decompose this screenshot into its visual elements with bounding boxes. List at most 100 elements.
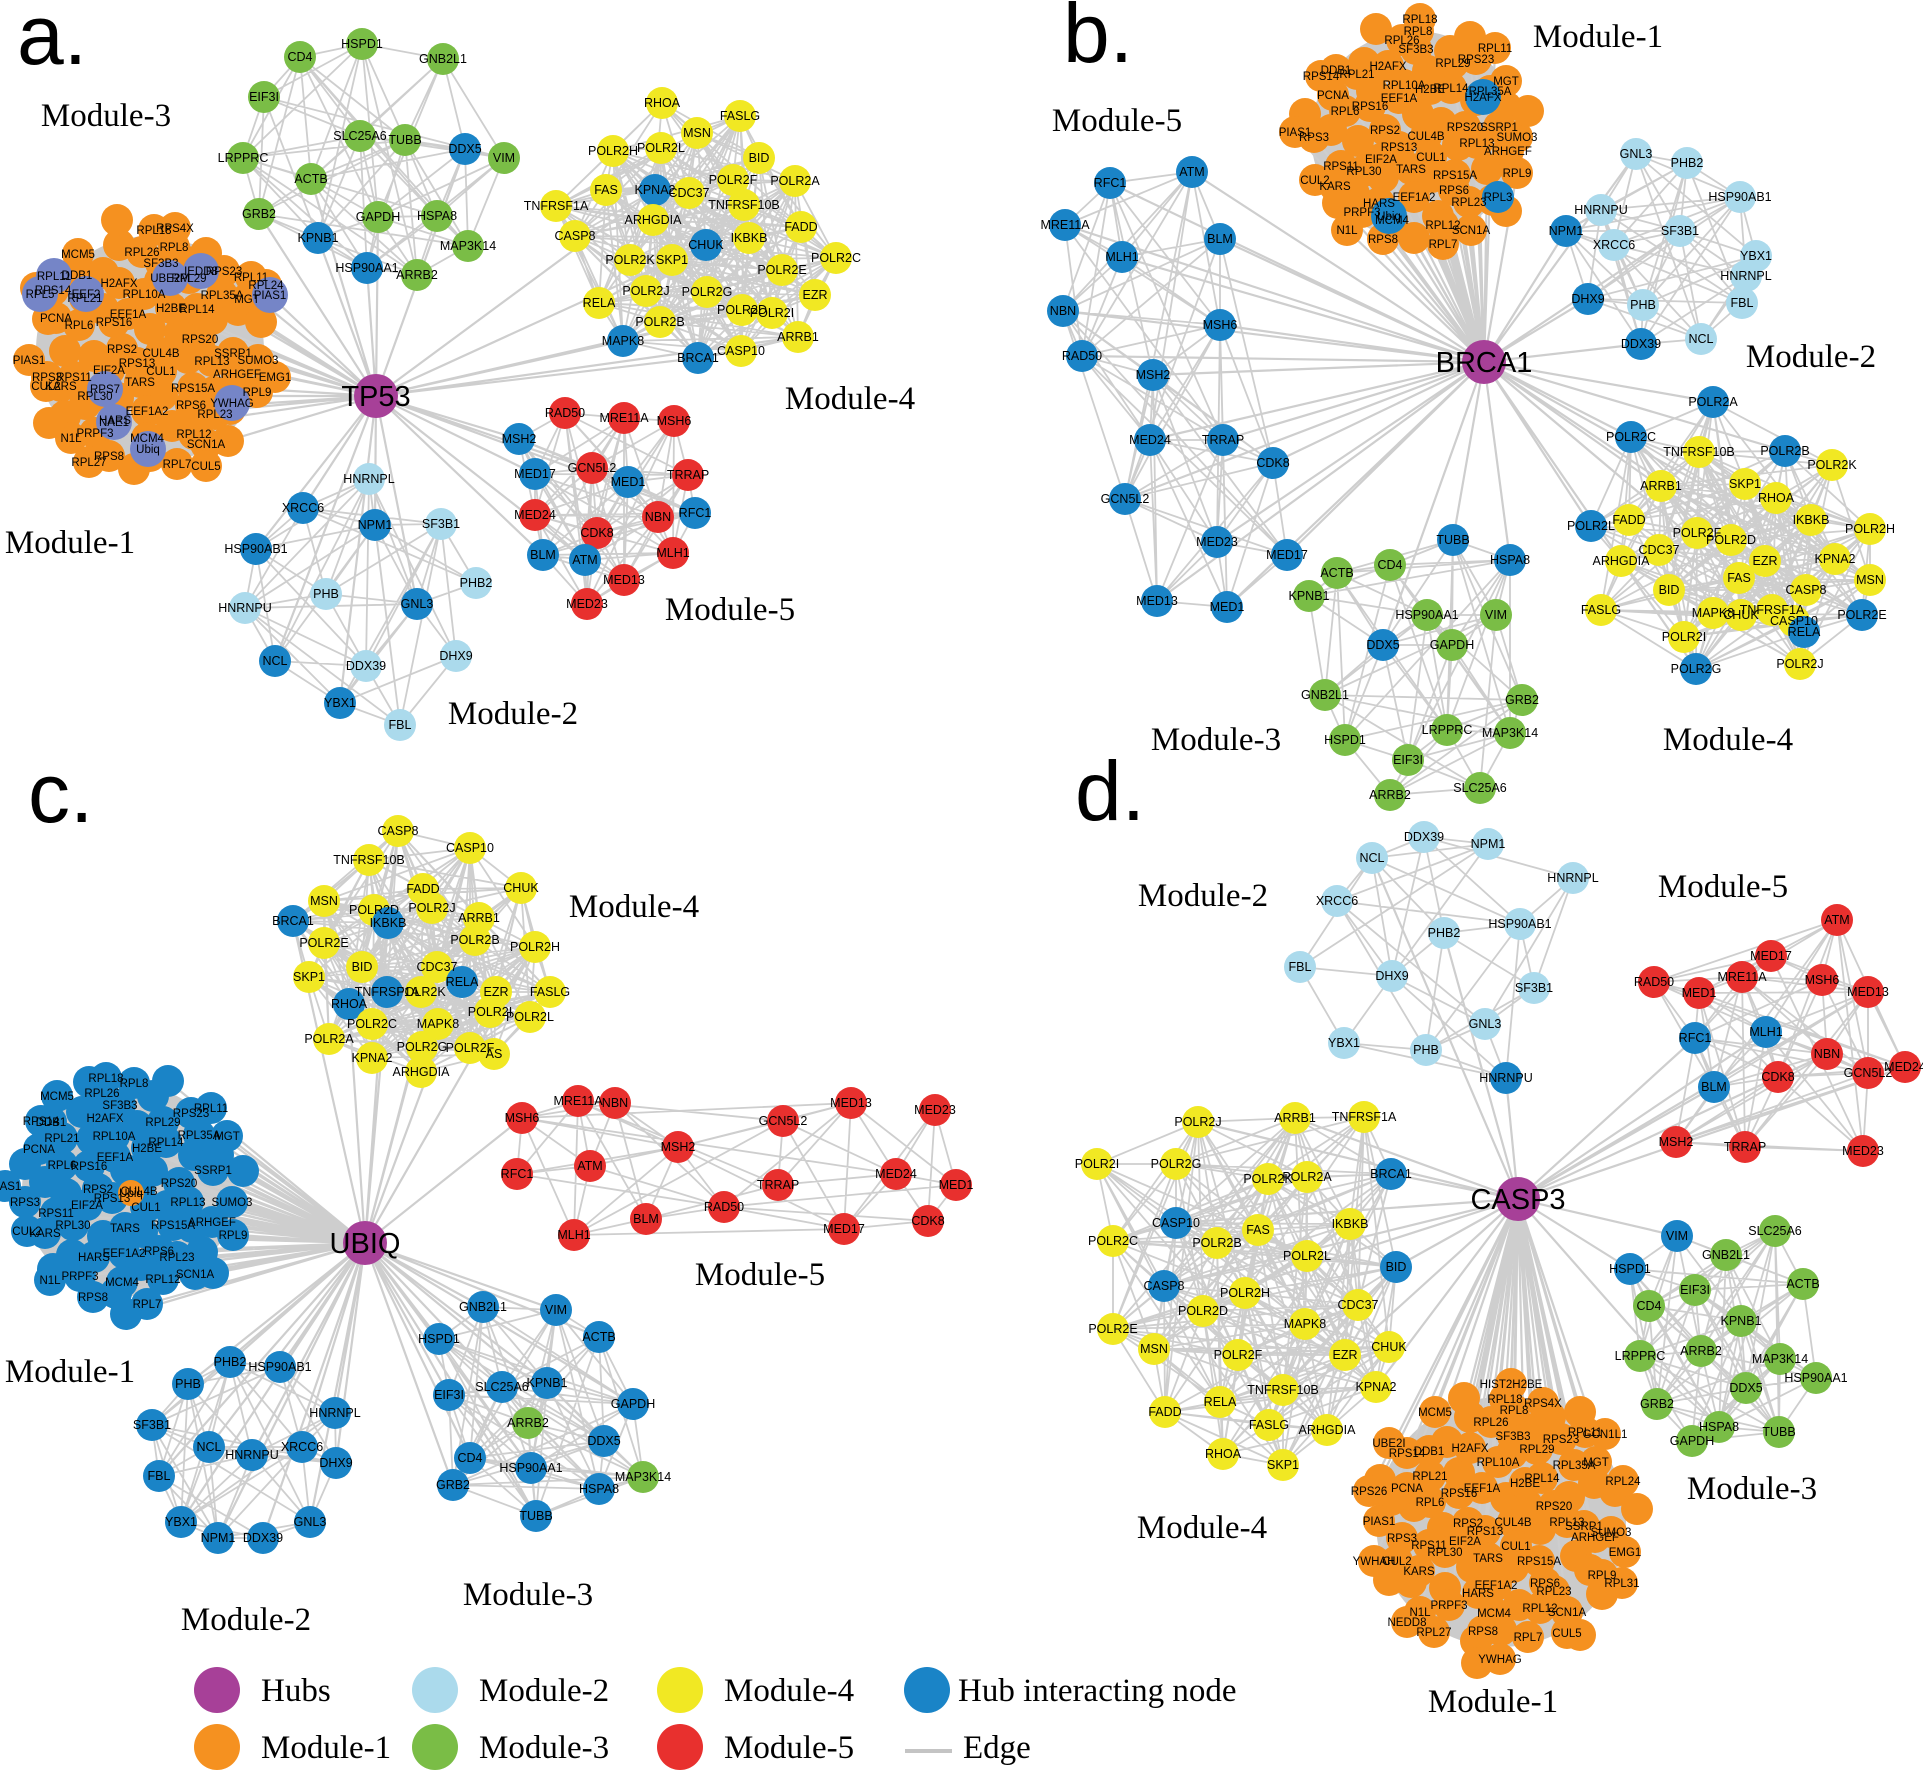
svg-text:MLH1: MLH1 <box>1105 250 1138 264</box>
svg-text:RFC1: RFC1 <box>1679 1031 1712 1045</box>
svg-text:RPL18: RPL18 <box>88 1073 123 1085</box>
svg-text:HNRNPL: HNRNPL <box>343 472 394 486</box>
svg-text:MCM4: MCM4 <box>1477 1608 1511 1620</box>
svg-text:EIF3I: EIF3I <box>1680 1283 1710 1297</box>
svg-text:HARS: HARS <box>1363 198 1395 210</box>
svg-text:HSPD1: HSPD1 <box>341 37 383 51</box>
svg-text:RFC1: RFC1 <box>1094 176 1127 190</box>
svg-text:RPL12: RPL12 <box>145 1274 180 1286</box>
svg-text:RPL8: RPL8 <box>120 1078 149 1090</box>
svg-text:Module-4: Module-4 <box>1663 722 1793 758</box>
svg-text:Module-5: Module-5 <box>695 1257 825 1293</box>
svg-text:RPL11: RPL11 <box>1568 1427 1602 1439</box>
svg-text:ACTB: ACTB <box>294 172 327 186</box>
svg-text:GNB2L1: GNB2L1 <box>1702 1248 1750 1262</box>
svg-text:CASP8: CASP8 <box>378 824 419 838</box>
svg-text:KPNB1: KPNB1 <box>298 231 339 245</box>
svg-text:ARRB1: ARRB1 <box>1640 479 1682 493</box>
svg-text:POLR2D: POLR2D <box>717 303 767 317</box>
svg-text:SLC25A6: SLC25A6 <box>333 129 387 143</box>
svg-text:CUL1: CUL1 <box>1501 1541 1530 1553</box>
svg-text:RPL11: RPL11 <box>1478 43 1512 55</box>
svg-text:MGT: MGT <box>214 1131 240 1143</box>
svg-text:FAS: FAS <box>1727 571 1751 585</box>
svg-text:RPL14: RPL14 <box>1524 1473 1560 1485</box>
svg-text:EEF1A2: EEF1A2 <box>103 1248 146 1260</box>
svg-text:PIAS1: PIAS1 <box>0 1181 21 1193</box>
svg-text:HNRNPL: HNRNPL <box>1547 871 1598 885</box>
svg-text:ATM: ATM <box>572 553 597 567</box>
svg-text:RPL12: RPL12 <box>176 429 211 441</box>
svg-text:EEF2: EEF2 <box>72 289 101 301</box>
svg-text:RPS7: RPS7 <box>90 384 120 396</box>
svg-text:DDX39: DDX39 <box>243 1531 283 1545</box>
svg-text:MED13: MED13 <box>1847 985 1889 999</box>
svg-text:IKBKB: IKBKB <box>731 231 768 245</box>
svg-text:TARS: TARS <box>125 377 155 389</box>
svg-text:LRPPRC: LRPPRC <box>1422 723 1473 737</box>
svg-text:RPL7: RPL7 <box>1429 239 1458 251</box>
svg-text:POLR2K: POLR2K <box>396 985 446 999</box>
svg-text:POLR2F: POLR2F <box>446 1041 495 1055</box>
svg-text:NBN: NBN <box>602 1096 628 1110</box>
svg-text:RPS8: RPS8 <box>1368 234 1398 246</box>
svg-text:MCM4: MCM4 <box>105 1277 139 1289</box>
svg-text:POLR2J: POLR2J <box>408 901 455 915</box>
svg-text:RPS2: RPS2 <box>1453 1518 1483 1530</box>
svg-text:EEF1A: EEF1A <box>1464 1483 1501 1495</box>
svg-text:DHX9: DHX9 <box>1571 292 1604 306</box>
svg-text:EZR: EZR <box>484 985 509 999</box>
svg-text:HNRNPL: HNRNPL <box>309 1406 360 1420</box>
svg-text:MED17: MED17 <box>823 1222 865 1236</box>
svg-text:PRPF3: PRPF3 <box>1343 207 1380 219</box>
svg-text:SLC25A6: SLC25A6 <box>1748 1224 1802 1238</box>
svg-text:RPL21: RPL21 <box>1412 1471 1447 1483</box>
svg-text:EEF1A2: EEF1A2 <box>126 406 169 418</box>
svg-text:CDC37: CDC37 <box>1639 543 1680 557</box>
svg-text:CUL2: CUL2 <box>31 381 60 393</box>
svg-text:NPM1: NPM1 <box>1549 224 1584 238</box>
svg-text:POLR2D: POLR2D <box>349 903 399 917</box>
svg-text:VIM: VIM <box>493 151 515 165</box>
svg-text:GCN1L1: GCN1L1 <box>1583 1429 1628 1441</box>
svg-text:YBX1: YBX1 <box>1328 1036 1360 1050</box>
svg-text:MRE11A: MRE11A <box>553 1094 603 1108</box>
svg-text:RPL21: RPL21 <box>44 1133 79 1145</box>
svg-text:TARS: TARS <box>110 1223 140 1235</box>
svg-text:GNB2L1: GNB2L1 <box>459 1300 507 1314</box>
svg-text:MED1: MED1 <box>611 475 646 489</box>
svg-text:XRCC6: XRCC6 <box>1593 238 1635 252</box>
svg-text:ARHGEF: ARHGEF <box>213 369 261 381</box>
svg-text:BID: BID <box>1386 1260 1407 1274</box>
svg-text:CDK8: CDK8 <box>1761 1070 1794 1084</box>
svg-text:RPS2: RPS2 <box>107 344 137 356</box>
svg-text:DDX5: DDX5 <box>1729 1381 1762 1395</box>
svg-text:RPL29: RPL29 <box>171 273 206 285</box>
svg-text:RPL21: RPL21 <box>67 293 102 305</box>
svg-text:MED24: MED24 <box>875 1167 917 1181</box>
svg-text:ARHGDIA: ARHGDIA <box>1593 554 1651 568</box>
svg-text:FBL: FBL <box>1731 296 1754 310</box>
svg-text:RELA: RELA <box>1788 625 1821 639</box>
svg-text:RPS15A: RPS15A <box>171 383 215 395</box>
svg-text:RPL29: RPL29 <box>1435 58 1470 70</box>
svg-text:MED13: MED13 <box>830 1096 872 1110</box>
svg-text:HNRNPU: HNRNPU <box>225 1448 278 1462</box>
svg-text:CUL4B: CUL4B <box>1407 131 1444 143</box>
svg-text:EZR: EZR <box>803 288 828 302</box>
svg-text:Module-5: Module-5 <box>665 592 795 628</box>
svg-text:DDX39: DDX39 <box>1621 337 1661 351</box>
svg-text:PRPF3: PRPF3 <box>61 1271 98 1283</box>
svg-text:GNL3: GNL3 <box>401 597 434 611</box>
svg-text:Module-1: Module-1 <box>5 1354 135 1390</box>
svg-text:EIF3I: EIF3I <box>1393 753 1423 767</box>
svg-text:FBL: FBL <box>148 1469 171 1483</box>
svg-text:RPL21: RPL21 <box>1339 69 1374 81</box>
svg-text:HSP90AA1: HSP90AA1 <box>1395 608 1458 622</box>
svg-text:CASP10: CASP10 <box>446 841 494 855</box>
svg-text:Module-5: Module-5 <box>724 1730 854 1766</box>
svg-text:MED1: MED1 <box>1210 600 1245 614</box>
svg-text:RPS23: RPS23 <box>173 1108 209 1120</box>
svg-text:FASLG: FASLG <box>1249 1418 1289 1432</box>
svg-text:GNL3: GNL3 <box>294 1515 327 1529</box>
